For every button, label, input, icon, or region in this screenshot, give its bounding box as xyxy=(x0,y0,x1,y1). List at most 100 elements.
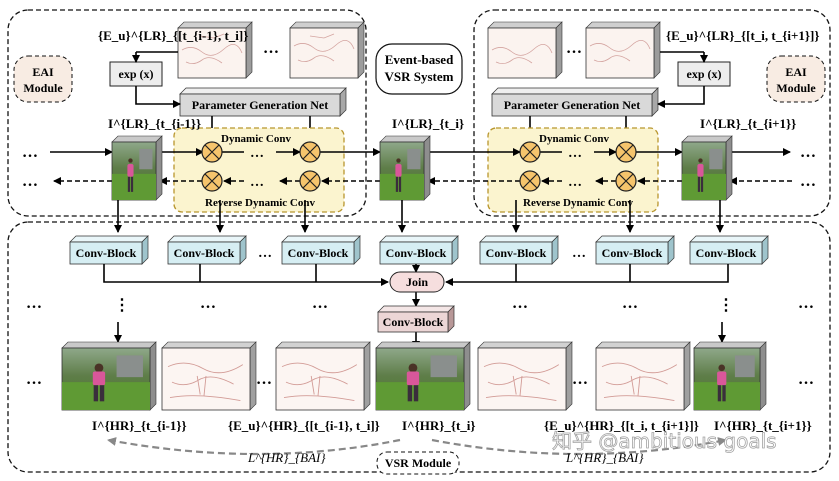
hr-row-ellipsis-mid-right: … xyxy=(572,371,588,388)
conv-block-label: Conv-Block xyxy=(486,246,547,260)
frame-lr-2 xyxy=(379,135,431,201)
hr-output-row xyxy=(61,341,767,411)
eai-module-label-left-box xyxy=(13,55,73,103)
conv-block-1: Conv-Block xyxy=(69,235,149,265)
event-lr-stack-right: … xyxy=(487,21,661,79)
dyn-ellipsis-right-top: … xyxy=(568,146,582,161)
bai-loss-arcs xyxy=(107,437,727,456)
exp-label-right: exp (x) xyxy=(687,67,722,81)
event-lr-ellipsis-left: … xyxy=(263,40,279,57)
frame-to-conv-arrows xyxy=(114,200,724,233)
hr-row-ellipsis-mid-left: … xyxy=(256,371,272,388)
mid-ellipsis-5: … xyxy=(622,295,638,312)
multiply-node xyxy=(299,141,321,163)
mid-ellipsis-3: … xyxy=(312,295,328,312)
watermark: 知乎 @ambitious goals xyxy=(552,429,777,453)
hr-row-ellipsis-right: … xyxy=(798,371,814,388)
conv-block-2: Conv-Block xyxy=(167,235,247,265)
conv-row-ellipsis-2: … xyxy=(572,246,586,261)
loss-label-right: L^{HR}_{BAI} xyxy=(565,450,644,465)
system-title-box xyxy=(375,43,463,95)
multiplication-nodes xyxy=(201,141,637,192)
conv-block-row: Conv-Block Conv-Block Conv-Block Conv-Block… xyxy=(69,235,769,265)
frame-lr-3 xyxy=(681,135,733,201)
eai-module-label-right-box xyxy=(766,55,826,103)
conv-block-label: Conv-Block xyxy=(76,246,137,260)
flow-ellipsis-left-reverse: … xyxy=(22,173,38,190)
conv-block-6: Conv-Block xyxy=(595,235,675,265)
mid-ellipsis-6: … xyxy=(798,295,814,312)
dynamic-conv-label-right: Dynamic Conv xyxy=(539,133,609,145)
frame-hr-label-1: I^{HR}_{t_{i-1}} xyxy=(92,418,187,433)
frame-lr-label-1: I^{LR}_{t_{i-1}} xyxy=(108,116,201,131)
multiply-node xyxy=(615,170,637,192)
event-hr-2 xyxy=(275,341,371,411)
vsr-module-label: VSR Module xyxy=(385,456,452,470)
dyn-ellipsis-left-top: … xyxy=(250,146,264,161)
conv-row-ellipsis-1: … xyxy=(258,246,272,261)
param-net-label-left: Parameter Generation Net xyxy=(192,98,328,112)
vsr-module-label-box xyxy=(376,451,460,475)
join-label: Join xyxy=(406,275,428,289)
conv-block-label: Conv-Block xyxy=(174,246,235,260)
exp-label-left: exp (x) xyxy=(119,67,154,81)
eai-module-left-container xyxy=(7,9,367,217)
reverse-dynamic-conv-label-left: Reverse Dynamic Conv xyxy=(205,197,315,209)
conv-block-label: Conv-Block xyxy=(288,246,349,260)
exp-box-left xyxy=(109,61,163,87)
dynamic-conv-label-left: Dynamic Conv xyxy=(221,133,291,145)
mid-ellipsis-4: … xyxy=(512,295,528,312)
dyn-ellipsis-left-bottom: … xyxy=(250,175,264,190)
frame-hr-label-3: I^{HR}_{t_{i+1}} xyxy=(714,418,812,433)
multiply-node xyxy=(519,141,541,163)
temporal-flow-lines xyxy=(50,148,792,185)
flow-ellipsis-right-forward: … xyxy=(800,144,816,161)
flow-ellipsis-left-forward: … xyxy=(22,144,38,161)
conv-block-label: Conv-Block xyxy=(602,246,663,260)
event-hr-label-right: {E_u}^{HR}_{[t_i, t_{i+1}]} xyxy=(544,418,699,433)
mid-ellipsis-2: … xyxy=(200,295,216,312)
loss-label-left: L^{HR}_{BAI} xyxy=(247,450,326,465)
frame-lr-1 xyxy=(111,135,163,201)
multiply-node xyxy=(201,141,223,163)
event-hr-label-left: {E_u}^{HR}_{[t_{i-1}, t_i]} xyxy=(228,418,380,433)
event-hr-1 xyxy=(161,341,257,411)
conv-block-4: Conv-Block xyxy=(379,235,459,265)
mid-ellipsis-1: … xyxy=(26,295,42,312)
frame-hr-2 xyxy=(375,341,471,411)
conv-block-label: Conv-Block xyxy=(696,246,757,260)
event-hr-4 xyxy=(595,341,691,411)
event-lr-ellipsis-right: … xyxy=(566,40,582,57)
vsr-module-container xyxy=(7,221,831,473)
event-hr-3 xyxy=(477,341,573,411)
join-node xyxy=(389,271,445,293)
mid-row-ellipses: … ⋮ … … … … ⋮ … xyxy=(26,295,814,314)
param-net-label-right: Parameter Generation Net xyxy=(504,98,640,112)
flow-ellipsis-right-reverse: … xyxy=(800,173,816,190)
param-net-right: Parameter Generation Net xyxy=(491,87,659,117)
frame-lr-label-2: I^{LR}_{t_i} xyxy=(392,116,464,131)
frame-hr-label-2: I^{HR}_{t_i} xyxy=(402,418,476,433)
lr-frames xyxy=(111,135,733,201)
conv-block-7: Conv-Block xyxy=(689,235,769,265)
frame-hr-1 xyxy=(61,341,157,411)
multiply-node xyxy=(519,170,541,192)
mid-vertical-ellipsis-right: ⋮ xyxy=(718,297,734,314)
mid-vertical-ellipsis-left: ⋮ xyxy=(114,297,130,314)
dyn-ellipsis-right-bottom: … xyxy=(568,175,582,190)
frame-hr-3 xyxy=(693,341,767,411)
multiply-node xyxy=(299,170,321,192)
param-net-left: Parameter Generation Net xyxy=(179,87,347,117)
final-conv-block: Conv-Block xyxy=(377,305,455,333)
event-lr-label-left: {E_u}^{LR}_{[t_{i-1}, t_i]} xyxy=(98,28,248,43)
conv-block-5: Conv-Block xyxy=(479,235,559,265)
final-conv-label: Conv-Block xyxy=(383,315,444,329)
event-lr-label-right: {E_u}^{LR}_{[t_i, t_{i+1}]} xyxy=(666,28,819,43)
conv-block-label: Conv-Block xyxy=(386,246,447,260)
conv-block-3: Conv-Block xyxy=(281,235,361,265)
frame-lr-label-3: I^{LR}_{t_{i+1}} xyxy=(700,116,796,131)
